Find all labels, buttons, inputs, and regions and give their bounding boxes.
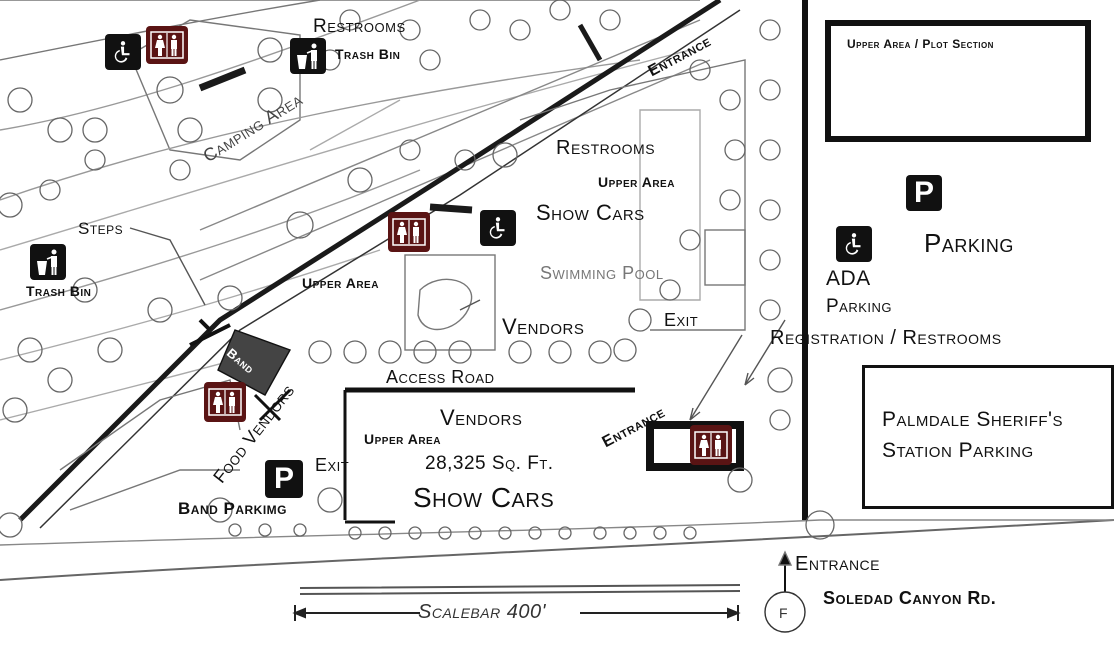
restrooms-top-label: Restrooms bbox=[313, 16, 406, 37]
upper-area-label-1: Upper Area bbox=[598, 174, 675, 190]
sheriff-label-line2: Station Parking bbox=[882, 439, 1034, 462]
restroom-icon bbox=[690, 425, 732, 465]
upper-area-label-2: Upper Area bbox=[302, 275, 379, 291]
parking-icon: P bbox=[265, 460, 303, 498]
trash-bin-left-label: Trash Bin bbox=[26, 283, 92, 299]
restrooms-mid-label: Restrooms bbox=[556, 137, 656, 159]
scalebar-label: Scalebar 400' bbox=[418, 601, 546, 623]
upper-area-label-3: Upper Area bbox=[364, 431, 441, 447]
show-cars-area bbox=[353, 398, 635, 520]
trees bbox=[0, 0, 835, 540]
restroom-icon bbox=[388, 212, 430, 252]
sheriff-parking-box bbox=[862, 365, 1114, 509]
show-cars-label-2: Show Cars bbox=[413, 482, 555, 513]
map-linework bbox=[0, 0, 1114, 633]
swimming-pool-label: Swimming Pool bbox=[540, 263, 664, 283]
band-parking-label: Band Parkimg bbox=[178, 499, 287, 518]
square-footage-label: 28,325 Sq. Ft. bbox=[425, 453, 554, 474]
ada-label: ADA bbox=[826, 267, 871, 290]
restroom-icon bbox=[146, 26, 188, 64]
access-road-label: Access Road bbox=[386, 367, 495, 387]
trash-bin-icon bbox=[30, 244, 66, 280]
upper-plot-label: Upper Area / Plot Section bbox=[847, 37, 994, 51]
accessible-icon bbox=[105, 34, 141, 70]
vendors-label-1: Vendors bbox=[502, 314, 585, 339]
exit-left-label: Exit bbox=[315, 455, 350, 475]
entrance-bottom-label: Entrance bbox=[795, 553, 881, 575]
upper-plot-section bbox=[825, 20, 1091, 142]
sheriff-label-line1: Palmdale Sheriff's bbox=[882, 408, 1064, 431]
accessible-icon bbox=[480, 210, 516, 246]
accessible-icon bbox=[836, 226, 872, 262]
scalebar-graphic bbox=[292, 605, 741, 621]
parking-icon: P bbox=[906, 175, 942, 211]
hydrant-letter: F bbox=[779, 605, 788, 621]
parking-label: Parking bbox=[924, 228, 1014, 258]
exit-right-label: Exit bbox=[664, 310, 699, 330]
road-name-label: Soledad Canyon Rd. bbox=[823, 588, 997, 608]
trash-bin-icon bbox=[290, 38, 326, 74]
vendors-label-2: Vendors bbox=[440, 405, 523, 430]
registration-restrooms-label: Registration / Restrooms bbox=[770, 327, 1002, 349]
steps-label: Steps bbox=[78, 219, 124, 238]
ada-parking-label: Parking bbox=[826, 296, 893, 317]
trash-bin-top-label: Trash Bin bbox=[335, 46, 401, 62]
show-cars-label-1: Show Cars bbox=[536, 200, 645, 225]
restroom-icon bbox=[204, 382, 246, 422]
